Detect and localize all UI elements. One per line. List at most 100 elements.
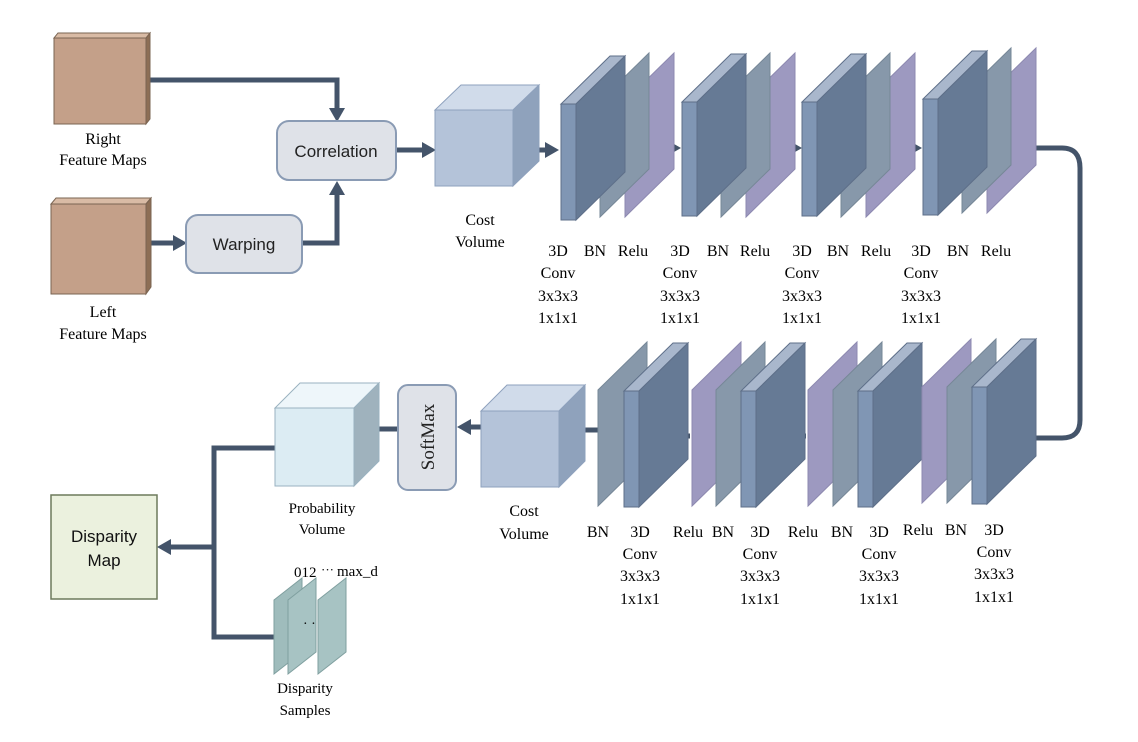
feature-map-front-face (50, 203, 147, 295)
conv-layer-side (681, 101, 698, 217)
bottom-block-3-relu-label: Relu (788, 524, 818, 541)
softmax-label: SoftMax (418, 403, 439, 470)
bottom-block-2-conv-word: Conv (743, 546, 778, 563)
right-feature-maps-label-line2: Feature Maps (59, 152, 147, 169)
probability-volume (273, 381, 381, 488)
left-feature-maps (49, 196, 153, 296)
top-block-3-kernel-1: 3x3x3 (782, 288, 822, 305)
disparity-map-box (50, 494, 158, 600)
conv-layer-side (623, 390, 640, 508)
top-block-1 (559, 51, 675, 222)
top-block-3-kernel-2: 1x1x1 (782, 310, 822, 327)
bottom-block-3-kernel-1: 3x3x3 (859, 568, 899, 585)
bottom-block-3-kernel-2: 1x1x1 (859, 591, 899, 608)
top-conv-stack (559, 46, 1037, 222)
bottom-block-2-relu-label: Relu (673, 524, 703, 541)
feature-map-top-face (52, 32, 152, 39)
bottom-block-1-kernel-1: 3x3x3 (620, 568, 660, 585)
bottom-block-1-bn-label: BN (587, 524, 610, 541)
top-block-1-kernel-1: 3x3x3 (538, 288, 578, 305)
top-block-4-relu-label: Relu (981, 243, 1011, 260)
feature-map-top-face (49, 197, 153, 205)
disparity-samples-ellipsis: ··· (321, 562, 334, 577)
correlation-label: Correlation (294, 142, 377, 161)
top-block-2-conv-word: Conv (663, 265, 698, 282)
disparity-samples-dots: · · (303, 617, 316, 632)
arrowhead (422, 142, 436, 158)
disparity-map-label-line2: Map (87, 551, 120, 570)
top-block-1-relu-label: Relu (618, 243, 648, 260)
bottom-block-4-conv-word: Conv (977, 544, 1012, 561)
cost-volume-top-label-line1: Cost (465, 212, 495, 229)
cube-front-face (434, 109, 514, 187)
bottom-block-4 (921, 337, 1038, 506)
sample-plane (317, 576, 347, 676)
feature-map-side-face (145, 31, 151, 126)
bottom-block-3-conv-word: Conv (862, 546, 897, 563)
bottom-block-3-conv-label: 3D (869, 524, 889, 541)
arrowhead (329, 108, 345, 122)
top-block-1-conv-label: 3D (548, 243, 568, 260)
disparity-samples-max-label: max_d (337, 564, 378, 580)
top-block-1-kernel-2: 1x1x1 (538, 310, 578, 327)
top-block-2-bn-label: BN (707, 243, 730, 260)
top-block-2-kernel-2: 1x1x1 (660, 310, 700, 327)
edge-top-to-bottom-loop (1012, 145, 1083, 441)
bottom-block-2-kernel-1: 3x3x3 (740, 568, 780, 585)
bottom-block-4-kernel-2: 1x1x1 (974, 589, 1014, 606)
warping-label: Warping (213, 235, 276, 254)
top-block-2-conv-label: 3D (670, 243, 690, 260)
left-feature-maps-label-line1: Left (90, 304, 117, 321)
bottom-block-2-conv-label: 3D (750, 524, 770, 541)
conv-layer-side (740, 390, 757, 508)
top-block-3-conv-word: Conv (785, 265, 820, 282)
bottom-block-1-conv-label: 3D (630, 524, 650, 541)
cube-front-face (480, 410, 560, 488)
left-feature-maps-label-line2: Feature Maps (59, 326, 147, 343)
top-block-2-kernel-1: 3x3x3 (660, 288, 700, 305)
bottom-block-labels: BN 3D Conv 3x3x3 1x1x1 Relu BN 3D Conv 3… (587, 522, 1014, 608)
warping-box (185, 214, 303, 274)
right-feature-maps-label-line1: Right (85, 131, 121, 148)
cost-volume-bottom-label-line1: Cost (509, 503, 539, 520)
cost-volume-top-label-line2: Volume (455, 234, 504, 251)
bottom-block-3-bn-label: BN (831, 524, 854, 541)
top-block-1-bn-label: BN (584, 243, 607, 260)
top-block-labels: 3D BN Relu Conv 3x3x3 1x1x1 3D BN Relu C… (538, 243, 1011, 327)
top-block-2 (680, 51, 796, 219)
top-block-4-bn-label: BN (947, 243, 970, 260)
top-block-3-bn-label: BN (827, 243, 850, 260)
disparity-samples (273, 576, 347, 676)
disparity-samples-index-label: 012 (294, 565, 317, 581)
correlation-box (276, 120, 397, 181)
conv-layer-side (560, 103, 577, 221)
conv-layer-side (801, 101, 818, 217)
top-block-3-relu-label: Relu (861, 243, 891, 260)
edge-warping-to-correlation (302, 192, 340, 246)
top-block-4-kernel-2: 1x1x1 (901, 310, 941, 327)
arrowhead (329, 181, 345, 195)
arrowhead (157, 539, 171, 555)
top-block-2-relu-label: Relu (740, 243, 770, 260)
bottom-conv-stack (597, 337, 1038, 509)
conv-layer-side (922, 98, 939, 216)
edge-right-to-correlation (150, 77, 340, 112)
feature-map-front-face (53, 37, 147, 125)
disparity-samples-label-line2: Samples (280, 703, 331, 719)
top-block-4-conv-word: Conv (904, 265, 939, 282)
softmax-box (397, 384, 457, 491)
cost-volume-bottom-label-line2: Volume (499, 526, 548, 543)
arrowhead (173, 235, 187, 251)
bottom-block-4-kernel-1: 3x3x3 (974, 566, 1014, 583)
bottom-block-1-conv-word: Conv (623, 546, 658, 563)
bottom-block-4-conv-label: 3D (984, 522, 1004, 539)
cost-volume-bottom (479, 383, 587, 489)
arrowhead (545, 142, 559, 158)
feature-map-side-face (145, 196, 152, 296)
cube-front-face (274, 407, 355, 487)
cost-volume-top (433, 83, 541, 188)
top-block-4 (921, 46, 1037, 217)
disparity-map-label-line1: Disparity (71, 527, 138, 546)
bottom-block-4-bn-label: BN (945, 522, 968, 539)
